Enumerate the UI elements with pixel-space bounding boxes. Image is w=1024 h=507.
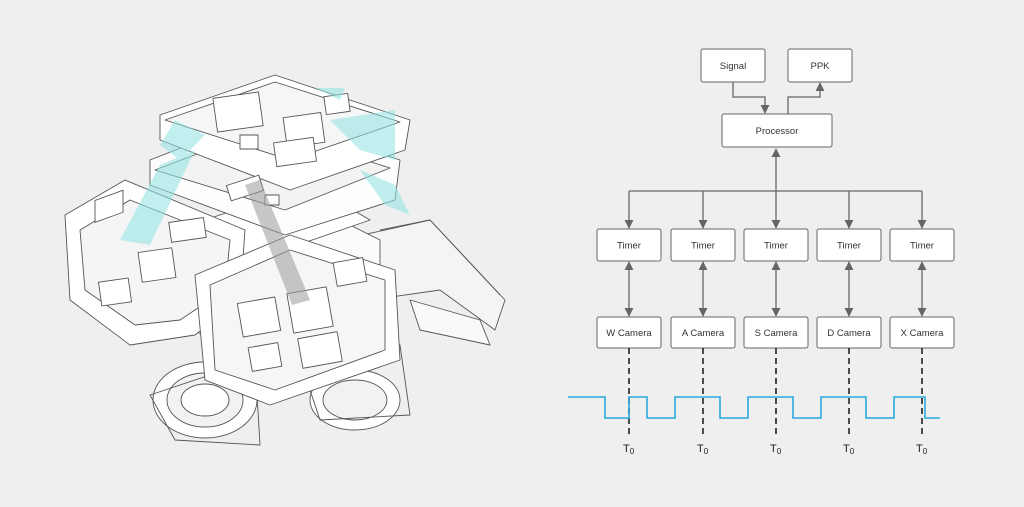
t0-label-2: T0 <box>697 443 709 456</box>
ppk-box: PPK <box>787 48 853 83</box>
camera-3-box-label: S Camera <box>755 328 798 339</box>
camera-1-box: W Camera <box>596 316 662 349</box>
processor-box: Processor <box>721 113 833 148</box>
ppk-box-label: PPK <box>810 61 830 72</box>
timer-5-box-frame <box>889 228 955 262</box>
timer-5-box-label: Timer <box>910 241 934 252</box>
camera-5-box-label: X Camera <box>901 328 944 339</box>
camera-gimbal-exploded-icon <box>64 74 506 446</box>
signal-to-processor-arrow <box>732 82 770 114</box>
grey-beam <box>245 180 310 305</box>
camera-2-box-label: A Camera <box>682 328 725 339</box>
camera-4-box-label: D Camera <box>827 328 871 339</box>
camera-1-box-label: W Camera <box>606 328 652 339</box>
camera-4-box: D Camera <box>816 316 882 349</box>
processor-to-ppk-arrow <box>787 82 825 114</box>
timer-2-box: Timer <box>670 228 736 262</box>
camera-3-box: S Camera <box>743 316 809 349</box>
timer-1-box-frame <box>596 228 662 262</box>
ppk-box-frame <box>787 48 853 83</box>
timer-4-box-frame <box>816 228 882 262</box>
t0-label-4: T0 <box>843 443 855 456</box>
timer-3-box-frame <box>743 228 809 262</box>
timer-2-box-label: Timer <box>691 241 715 252</box>
timer-3-box-label: Timer <box>764 241 788 252</box>
signal-box-label: Signal <box>720 61 746 72</box>
timer-4-box-label: Timer <box>837 241 861 252</box>
timer-2-box-frame <box>670 228 736 262</box>
timer-1-box: Timer <box>596 228 662 262</box>
highlight-beams <box>120 88 410 245</box>
t0-label-5: T0 <box>916 443 928 456</box>
timer-1-box-label: Timer <box>617 241 641 252</box>
camera-2-box: A Camera <box>670 316 736 349</box>
signal-box: Signal <box>700 48 766 83</box>
timer-3-box: Timer <box>743 228 809 262</box>
processor-box-frame <box>721 113 833 148</box>
camera-5-box: X Camera <box>889 316 955 349</box>
processor-box-label: Processor <box>756 126 799 137</box>
sync-pulse-waveform <box>568 396 940 419</box>
timer-5-box: Timer <box>889 228 955 262</box>
t0-label-3: T0 <box>770 443 782 456</box>
timer-4-box: Timer <box>816 228 882 262</box>
t0-label-1: T0 <box>623 443 635 456</box>
